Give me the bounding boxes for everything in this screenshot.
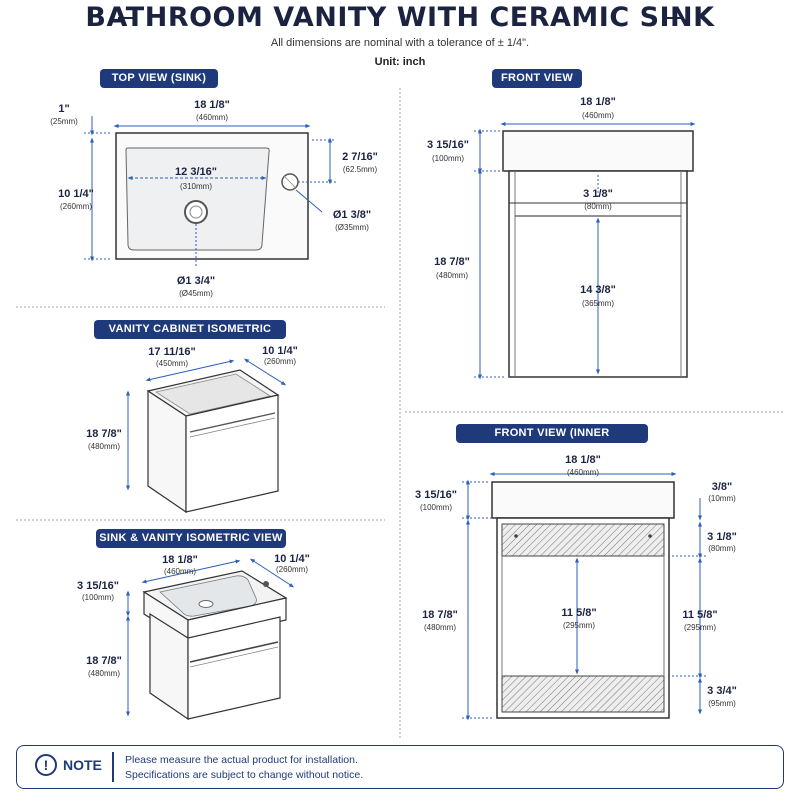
inner-sink-h-mm: (100mm) (420, 503, 452, 512)
inner-top-panel-mm: (10mm) (708, 494, 736, 503)
front-door-mm: (365mm) (582, 299, 614, 308)
sink-iso-sink-h-mm: (100mm) (82, 593, 114, 602)
front-sink-block (502, 130, 694, 172)
cab-iso-width-mm: (450mm) (156, 359, 188, 368)
sink-iso-sink-h-in: 3 15/16" (77, 580, 119, 592)
inner-space-mm: (295mm) (563, 621, 595, 630)
note-divider (112, 752, 114, 782)
inner-space-in: 11 5/8" (561, 607, 596, 619)
inner-side-in: 11 5/8" (682, 609, 717, 621)
inner-cab-h-mm: (480mm) (424, 623, 456, 632)
note-line-2: Specifications are subject to change wit… (125, 769, 364, 781)
top-tap-hole-mm: (Ø35mm) (335, 223, 369, 232)
front-gap-in: 3 1/8" (583, 188, 613, 200)
inner-bottom-shelf (501, 675, 665, 713)
inner-bottom-in: 3 3/4" (707, 685, 737, 697)
top-tap-offset-in: 2 7/16" (342, 151, 378, 163)
info-icon: ! (35, 754, 57, 776)
inner-sink-block (491, 481, 675, 519)
top-drain-in: Ø1 3/4" (177, 275, 215, 287)
top-depth-in: 10 1/4" (58, 188, 94, 200)
front-gap-mm: (80mm) (584, 202, 612, 211)
sink-iso-width-in: 18 1/8" (162, 554, 198, 566)
cabinet-iso-drawing (146, 369, 280, 514)
section-front-inner: FRONT VIEW (INNER STRUCTURE) (456, 424, 648, 458)
inner-top-shelf (501, 523, 665, 557)
page-title: BATHROOM VANITY WITH CERAMIC SINK (85, 2, 715, 33)
top-basin-mm: (310mm) (180, 182, 212, 191)
note-line-1: Please measure the actual product for in… (125, 754, 358, 766)
cab-iso-height-mm: (480mm) (88, 442, 120, 451)
sink-iso-cab-h-mm: (480mm) (88, 669, 120, 678)
section-front-view: FRONT VIEW (492, 69, 582, 88)
title-rule-right (664, 17, 682, 19)
cab-iso-height-in: 18 7/8" (86, 428, 122, 440)
front-sink-h-mm: (100mm) (432, 154, 464, 163)
section-cabinet-iso: VANITY CABINET ISOMETRIC VIEW (94, 320, 286, 354)
sink-iso-dimensions (126, 558, 295, 717)
top-view-dimensions (84, 116, 336, 268)
basin-outline (125, 147, 270, 251)
inner-shelf-in: 3 1/8" (707, 531, 737, 543)
section-dividers (16, 88, 785, 740)
sink-iso-cab-h-in: 18 7/8" (86, 655, 122, 667)
title-rule-left (118, 17, 136, 19)
unit-label: Unit: inch (374, 56, 426, 68)
sink-iso-width-mm: (460mm) (164, 567, 196, 576)
top-tap-offset-mm: (62.5mm) (343, 165, 378, 174)
cab-iso-depth-mm: (260mm) (264, 357, 296, 366)
top-depth-mm: (260mm) (60, 202, 92, 211)
inner-shelf-mm: (80mm) (708, 544, 736, 553)
section-sink-iso: SINK & VANITY ISOMETRIC VIEW (96, 529, 286, 548)
front-width-in: 18 1/8" (580, 96, 616, 108)
top-width-mm: (460mm) (196, 113, 228, 122)
front-inner-drawing (491, 481, 675, 719)
cab-iso-width-in: 17 11/16" (148, 346, 195, 358)
front-width-mm: (460mm) (582, 111, 614, 120)
front-sink-h-in: 3 15/16" (427, 139, 469, 151)
sink-iso-drawing (142, 570, 288, 721)
front-view-dimensions (474, 122, 696, 380)
top-edge-in: 1" (58, 103, 69, 115)
cab-iso-depth-in: 10 1/4" (262, 345, 298, 357)
cabinet-iso-dimensions (126, 358, 287, 491)
inner-side-mm: (295mm) (684, 623, 716, 632)
note-label: NOTE (63, 757, 102, 773)
note-box: ! NOTE Please measure the actual product… (16, 745, 784, 789)
top-basin-in: 12 3/16" (175, 166, 217, 178)
tolerance-note: All dimensions are nominal with a tolera… (270, 37, 530, 49)
top-view-drawing (115, 132, 309, 260)
sink-iso-depth-in: 10 1/4" (274, 553, 310, 565)
inner-cab-h-in: 18 7/8" (422, 609, 458, 621)
inner-width-mm: (460mm) (567, 468, 599, 477)
front-cab-h-in: 18 7/8" (434, 256, 470, 268)
inner-width-in: 18 1/8" (565, 454, 601, 466)
top-edge-mm: (25mm) (50, 117, 78, 126)
front-cab-h-mm: (480mm) (436, 271, 468, 280)
front-door-in: 14 3/8" (580, 284, 616, 296)
front-inner-dimensions (462, 472, 706, 721)
inner-top-panel-in: 3/8" (712, 481, 733, 493)
inner-bottom-mm: (95mm) (708, 699, 736, 708)
section-top-view: TOP VIEW (SINK) (100, 69, 218, 88)
inner-sink-h-in: 3 15/16" (415, 489, 457, 501)
sink-iso-depth-mm: (260mm) (276, 565, 308, 574)
top-tap-hole-in: Ø1 3/8" (333, 209, 371, 221)
top-drain-mm: (Ø45mm) (179, 289, 213, 298)
top-width-in: 18 1/8" (194, 99, 230, 111)
